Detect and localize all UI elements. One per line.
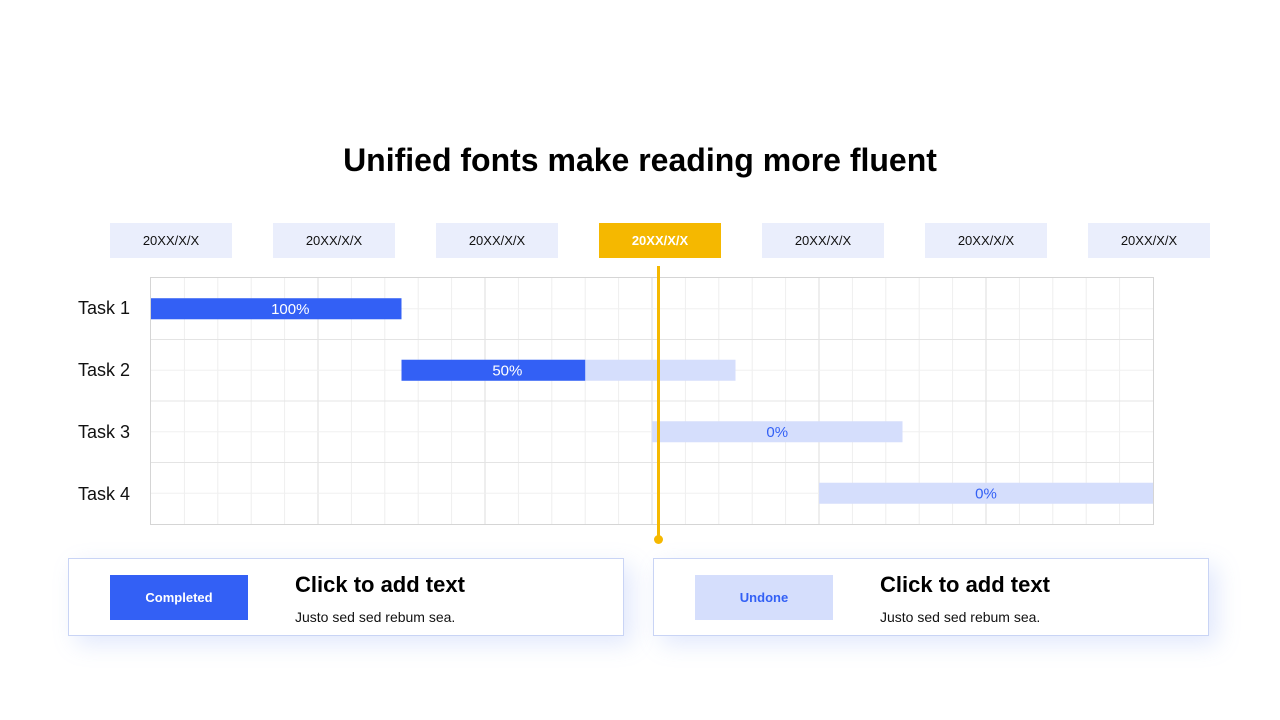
task-bar-total — [819, 482, 1153, 504]
task-progress-label: 0% — [975, 485, 997, 502]
card-title[interactable]: Click to add text — [880, 572, 1050, 597]
date-box-current: 20XX/X/X — [599, 223, 721, 258]
date-box: 20XX/X/X — [1088, 223, 1210, 258]
date-box: 20XX/X/X — [925, 223, 1047, 258]
gantt-chart: 100% 50% 0% 0% — [150, 277, 1154, 525]
date-box: 20XX/X/X — [436, 223, 558, 258]
date-box: 20XX/X/X — [273, 223, 395, 258]
legend-card-undone[interactable]: Undone Click to add text Justo sed sed r… — [653, 558, 1209, 636]
gantt-plot: 100% 50% 0% 0% — [151, 278, 1153, 524]
completed-badge: Completed — [110, 575, 248, 620]
current-date-marker — [657, 266, 660, 538]
task-bar-progress — [401, 359, 586, 381]
undone-badge: Undone — [695, 575, 833, 620]
legend-card-completed[interactable]: Completed Click to add text Justo sed se… — [68, 558, 624, 636]
task-bar-total — [652, 421, 903, 443]
date-box: 20XX/X/X — [762, 223, 884, 258]
card-title[interactable]: Click to add text — [295, 572, 465, 597]
task-progress-label: 50% — [492, 362, 522, 379]
card-description[interactable]: Justo sed sed rebum sea. — [880, 609, 1041, 625]
task-label: Task 2 — [78, 360, 131, 380]
current-date-marker-dot — [654, 535, 663, 544]
task-progress-label: 0% — [766, 424, 788, 441]
task-label: Task 4 — [78, 484, 131, 504]
task-bar-progress — [151, 298, 402, 320]
card-description[interactable]: Justo sed sed rebum sea. — [295, 609, 456, 625]
task-label: Task 1 — [78, 298, 131, 318]
task-label: Task 3 — [78, 422, 131, 442]
date-box: 20XX/X/X — [110, 223, 232, 258]
slide-title: Unified fonts make reading more fluent — [343, 142, 937, 178]
task-progress-label: 100% — [271, 301, 309, 318]
